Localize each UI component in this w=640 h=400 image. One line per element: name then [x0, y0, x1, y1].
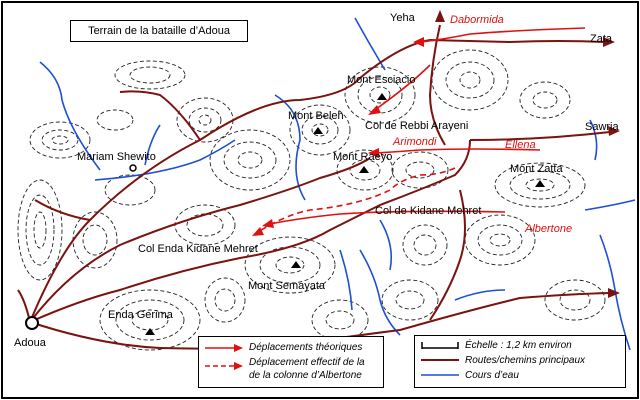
label-albertone: Albertone: [525, 223, 573, 235]
legend-actual-line2: de la colonne d’Albertone: [249, 370, 362, 381]
contour-lines: [17, 49, 606, 351]
movement-arrows: [257, 27, 586, 233]
legend-movements: Déplacements théoriques Déplacement effe…: [198, 336, 384, 388]
label-col-kidane-mehret: Col de Kidane Mehret: [375, 205, 482, 217]
label-mont-semayata: Mont Semayata: [248, 280, 326, 292]
label-mont-zatta: Mont Zatta: [510, 163, 563, 175]
label-col-rebbi-arayeni: Col de Rebbi Arayeni: [365, 120, 469, 132]
label-sawria: Sawria: [585, 121, 619, 133]
map-title: Terrain de la bataille d’Adoua: [70, 20, 248, 42]
label-adoua: Adoua: [14, 337, 46, 349]
legend-roads: Routes/chemins principaux: [465, 355, 586, 366]
legend-theoretical: Déplacements théoriques: [249, 342, 363, 353]
movement-arrowheads: [252, 37, 424, 236]
rivers: [39, 17, 636, 351]
label-mont-esciacio: Mont Esciacio: [347, 74, 416, 86]
legend-scale: Échelle : 1,2 km environ: [465, 340, 572, 351]
label-yeha: Yeha: [390, 12, 415, 24]
label-arimondi: Arimondi: [393, 136, 437, 148]
label-mont-raeyo: Mont Raeyo: [333, 151, 393, 163]
legend-solid-arrow: [205, 344, 243, 352]
legend-dashed-arrow: [205, 362, 243, 370]
summit-markers: [145, 93, 545, 335]
mariam-shewito-marker: [129, 164, 137, 172]
label-zata: Zata: [590, 33, 613, 45]
adoua-marker: [25, 316, 39, 330]
legend-actual-line1: Déplacement effectif de la: [249, 357, 365, 368]
legend-road-line: [421, 359, 459, 361]
label-mariam-shewito: Mariam Shewito: [77, 151, 156, 163]
label-col-enda-kidane-mehret: Col Enda Kidane Mehret: [138, 243, 258, 255]
legend-scale-bar: [421, 342, 459, 349]
label-mont-beleh: Mont Beleh: [288, 110, 344, 122]
legend-river-line: [421, 374, 459, 376]
legend-map: Échelle : 1,2 km environ Routes/chemins …: [414, 335, 626, 388]
label-dabormida: Dabormida: [450, 14, 504, 26]
legend-rivers: Cours d’eau: [465, 370, 519, 381]
road-arrows: [435, 10, 620, 298]
label-ellena: Ellena: [505, 139, 536, 151]
label-enda-gerima: Enda Gerima: [108, 309, 173, 321]
